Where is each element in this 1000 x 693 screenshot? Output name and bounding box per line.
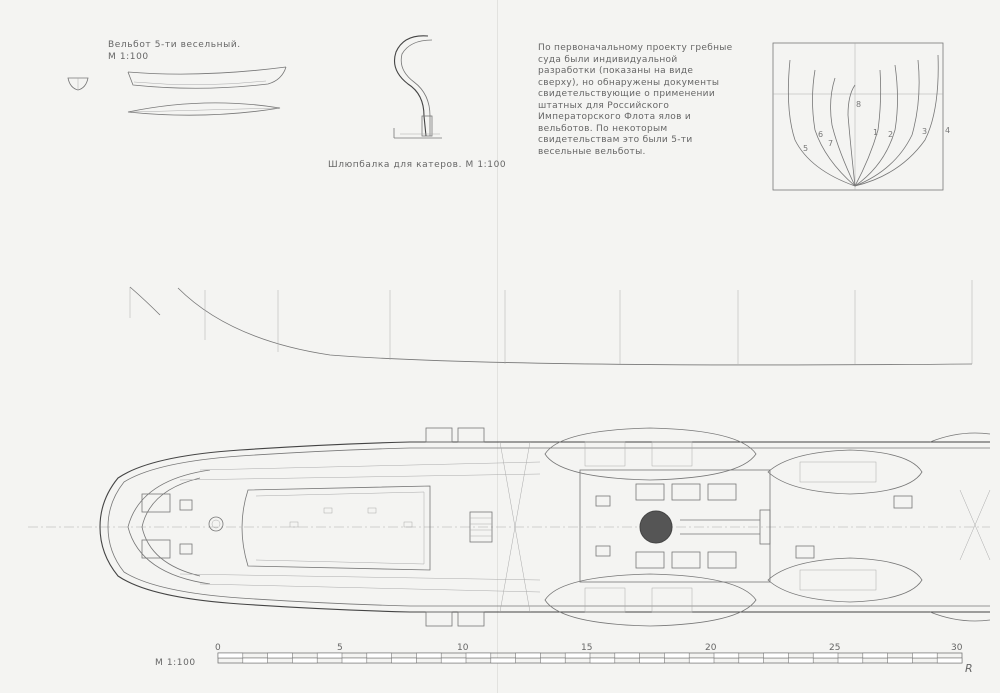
scale-division [391,657,417,664]
scale-division [664,652,690,659]
note-line: суда были индивидуальной [538,54,678,65]
whaleboat-plan [127,102,281,116]
note-line: По первоначальному проекту гребные [538,43,733,53]
scale-division [688,657,715,664]
scale-division [589,657,616,664]
scale-tick-label: 20 [705,643,717,653]
station-number: 4 [945,126,950,135]
scale-division [416,652,442,659]
scale-division [217,652,244,659]
ship-deck-plan [28,427,991,627]
station-number: 3 [922,127,927,136]
scale-division [713,652,740,659]
scale-tick-label: 30 [951,643,963,653]
scale-division [540,657,566,664]
note-line: вельботов. По некоторым [538,123,668,134]
scale-label: М 1:100 [155,658,196,668]
scale-division [812,652,839,659]
note-line: штатных для Российского [538,100,670,111]
station-number: 6 [818,130,823,139]
scale-division [788,657,814,664]
body-plan: 1 2 3 4 5 6 7 8 [772,42,950,191]
station-number: 5 [803,144,808,153]
sheer-curve [129,280,973,366]
scale-division [341,657,368,664]
scale-division [862,652,888,659]
scale-tick-label: 25 [829,643,840,653]
davit-drawing [393,35,442,139]
scale-tick-label: 10 [457,643,469,653]
davit-caption: Шлюпбалка для катеров. М 1:100 [328,160,507,170]
scale-division [639,657,665,664]
station-number: 8 [856,100,861,109]
station-number: 2 [888,130,893,139]
scale-tick-label: 0 [215,643,221,653]
note-line: сверху), но обнаружены документы [538,77,720,88]
scale-division [738,657,764,664]
scale-division [912,652,938,659]
scale-division [614,652,640,659]
note-line: Императорского Флота ялов и [538,112,692,122]
scale-division [366,652,392,659]
station-number: 7 [828,139,833,148]
scale-division [292,657,318,664]
scale-division [440,657,467,664]
scale-division [316,652,343,659]
whaleboat-title: Вельбот 5-ти весельный. [108,40,241,50]
whaleboat-section [67,77,89,91]
scale-tick-label: 15 [581,643,592,653]
scale-division [515,652,541,659]
scale-division [887,657,913,664]
station-number: 1 [873,128,878,137]
scale-bar: 0 5 10 15 20 25 30 R [215,643,973,675]
scale-division [465,652,492,659]
scale-division [490,657,516,664]
scale-division [242,657,268,664]
scale-division [837,657,864,664]
page-fold [497,0,498,693]
note-line: весельные вельботы. [538,146,646,157]
historical-note: По первоначальному проекту гребные суда … [538,43,773,158]
scale-division [267,652,293,659]
whaleboat-profile [127,66,287,89]
whaleboat-scale: М 1:100 [108,52,149,62]
corner-mark: R [965,662,973,675]
note-line: свидетельствам это были 5-ти [538,135,693,145]
scale-division [564,652,591,659]
scale-tick-label: 5 [337,643,343,653]
scale-division [763,652,789,659]
note-line: свидетельствующие о применении [538,89,715,99]
scale-division [936,657,963,664]
note-line: разработки (показаны на виде [538,66,694,76]
